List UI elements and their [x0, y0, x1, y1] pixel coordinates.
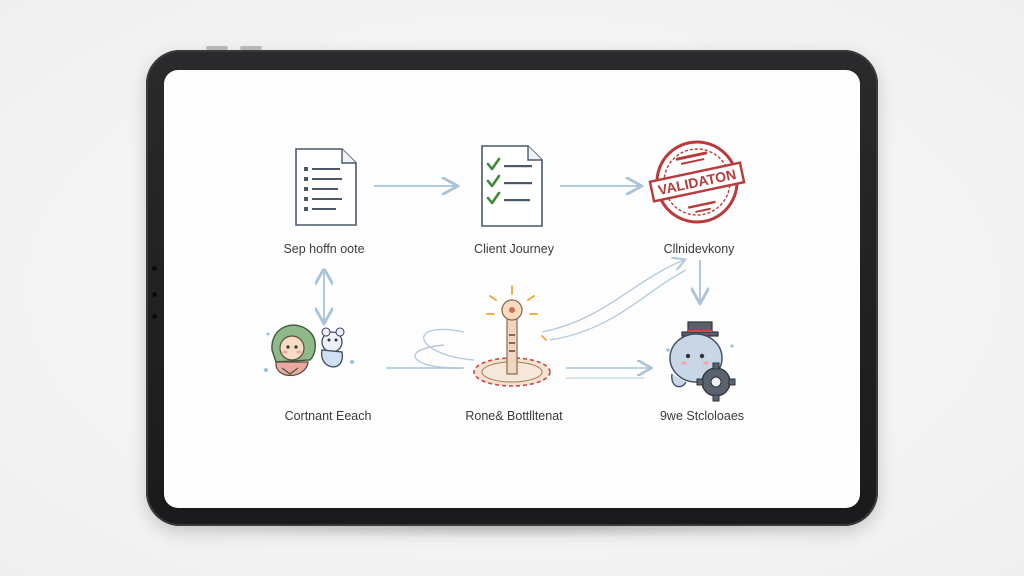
node-label: Rone& Bottlltenat — [465, 409, 563, 423]
document-list-icon — [295, 148, 357, 226]
lightbulb-tower-icon — [473, 285, 551, 387]
volume-up-button — [206, 46, 228, 50]
robot-gear-icon — [666, 321, 736, 402]
checklist-document-icon — [481, 145, 543, 227]
side-sensor-dot — [152, 266, 157, 271]
node-label: Cortnant Eeach — [284, 409, 372, 423]
node-label: Cllnidevkony — [663, 242, 735, 256]
validation-stamp-icon: VALIDATON — [648, 140, 746, 224]
volume-down-button — [240, 46, 262, 50]
node-label: 9we Stcloloaes — [659, 409, 745, 423]
flow-diagram: VALIDATON — [264, 140, 746, 402]
swoosh-lines — [414, 260, 686, 369]
side-sensor-dot — [152, 292, 157, 297]
side-sensor-dot — [152, 314, 157, 319]
characters-illustration-icon — [264, 324, 354, 376]
tablet-screen: VALIDATON — [164, 70, 860, 508]
node-label: Sep hoffn oote — [283, 242, 365, 256]
node-label: Client Journey — [474, 242, 554, 256]
